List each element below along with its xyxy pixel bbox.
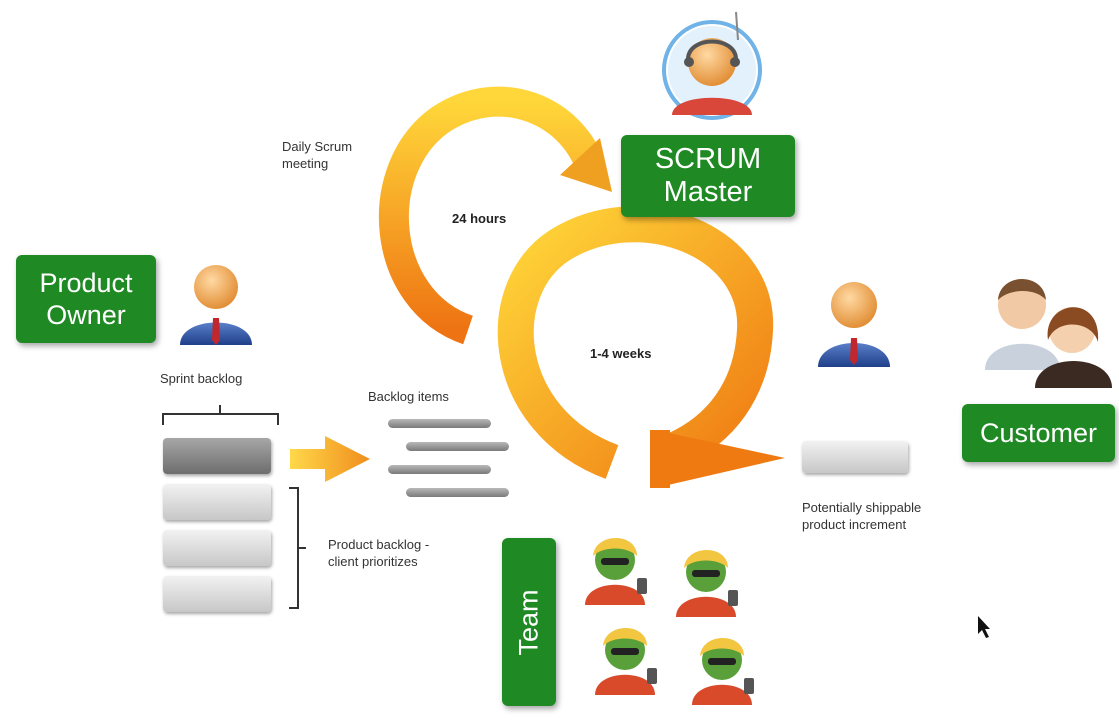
increment-line1: Potentially shippable [802,500,922,515]
customer-label: Customer [979,417,1098,448]
customer-box: Customer [962,404,1115,462]
product-backlog-bar [163,576,271,612]
customer-avatars [985,279,1112,388]
backlog-item [406,488,509,497]
product-owner-avatar [180,265,252,345]
daily-cycle-arrow [378,86,612,345]
daily-scrum-label: Daily Scrum meeting [282,138,352,172]
product-backlog-line2: client prioritizes [328,554,418,569]
scrum-master-avatar [662,11,762,120]
team-label: Team [513,588,544,656]
product-backlog-bracket [289,487,306,609]
team-members-group [585,538,754,705]
product-backlog-bar [163,530,271,566]
scrum-master-label-line2: Master [663,176,753,208]
daily-scrum-line2: meeting [282,156,329,171]
backlog-item [388,419,491,428]
product-backlog-bar [163,484,271,520]
backlog-items-label: Backlog items [368,389,449,404]
backlog-item [406,442,509,451]
team-box: Team [502,538,556,706]
product-owner-label-line1: Product [39,268,133,298]
product-backlog-line1: Product backlog - [328,537,430,552]
product-owner-box: Product Owner [16,255,156,343]
weeks-label: 1-4 weeks [590,346,652,361]
backlog-item [388,465,491,474]
backlog-flow-arrow [290,436,370,482]
scrum-master-box: SCRUM Master [621,135,795,217]
sprint-backlog-bar [163,438,271,474]
product-backlog-label: Product backlog - client prioritizes [328,536,429,570]
daily-scrum-line1: Daily Scrum [282,139,353,154]
product-owner-label-line2: Owner [46,300,126,330]
product-increment-bar [802,441,908,473]
sprint-backlog-label: Sprint backlog [160,371,243,386]
hours-label: 24 hours [452,211,507,226]
sprint-backlog-bracket [162,405,279,425]
team-member-avatar [818,282,890,367]
increment-label: Potentially shippable product increment [802,499,921,533]
mouse-cursor-icon [978,616,990,638]
scrum-master-label-line1: SCRUM [654,143,762,175]
sprint-cycle-arrow [497,206,785,488]
increment-line2: product increment [802,517,907,532]
